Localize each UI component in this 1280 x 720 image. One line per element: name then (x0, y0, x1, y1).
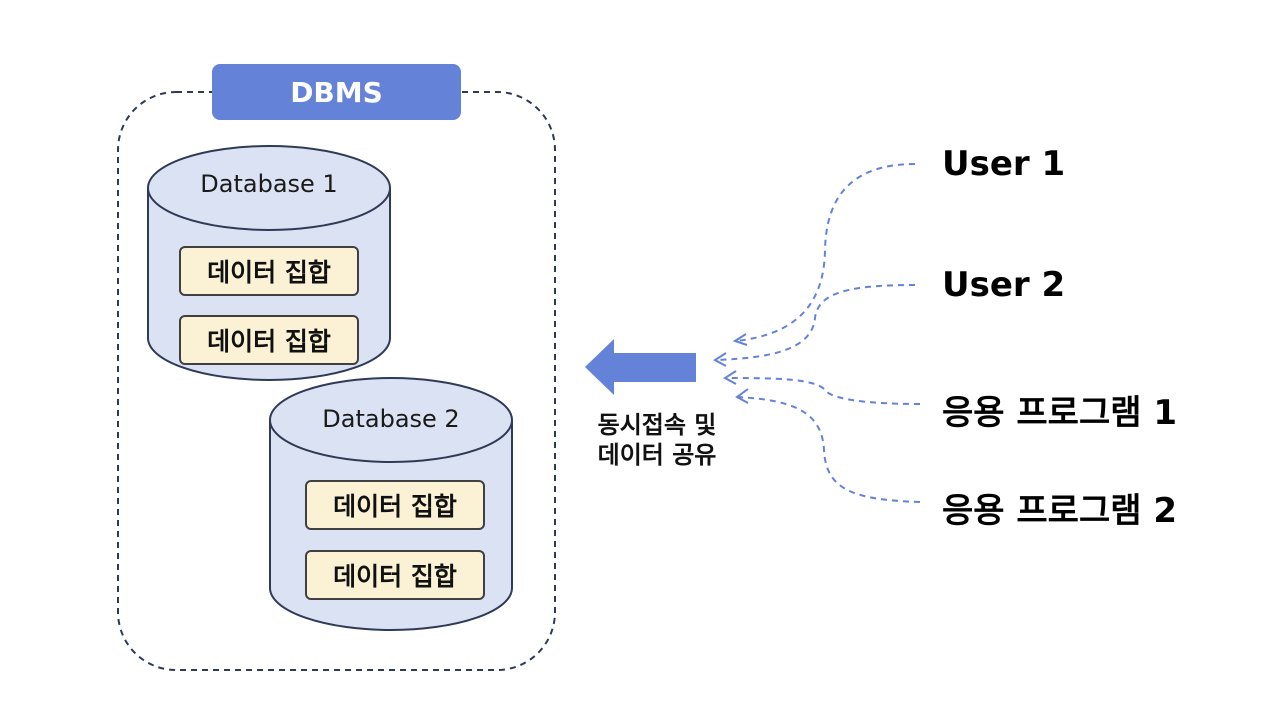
arrow-caption-line-1: 동시접속 및 (597, 411, 717, 439)
database-2-set-1: 데이터 집합 (305, 480, 485, 530)
arrowhead-app-1-icon (723, 370, 737, 385)
access-arrow-icon (585, 339, 696, 395)
connector-user-2 (715, 284, 916, 361)
arrow-caption: 동시접속 및 데이터 공유 (572, 410, 742, 470)
actor-user-1: User 1 (942, 144, 1066, 184)
database-1-set-1: 데이터 집합 (179, 246, 359, 296)
arrowhead-user-2-icon (713, 352, 727, 367)
database-1-set-2: 데이터 집합 (179, 315, 359, 365)
connector-user-1 (735, 163, 916, 342)
actor-app-1: 응용 프로그램 1 (942, 393, 1178, 433)
arrow-caption-line-2: 데이터 공유 (597, 441, 717, 469)
database-1-title: Database 1 (200, 170, 338, 198)
arrowhead-app-2-icon (735, 388, 749, 404)
database-2-set-2: 데이터 집합 (305, 550, 485, 600)
dbms-container (117, 91, 556, 671)
actor-user-2: User 2 (942, 265, 1066, 305)
actor-app-2: 응용 프로그램 2 (942, 491, 1178, 531)
arrowhead-user-1-icon (732, 333, 748, 346)
database-2-title: Database 2 (322, 405, 460, 433)
connector-app-2 (737, 396, 921, 503)
dbms-label: DBMS (212, 64, 461, 120)
connector-app-1 (725, 377, 921, 405)
